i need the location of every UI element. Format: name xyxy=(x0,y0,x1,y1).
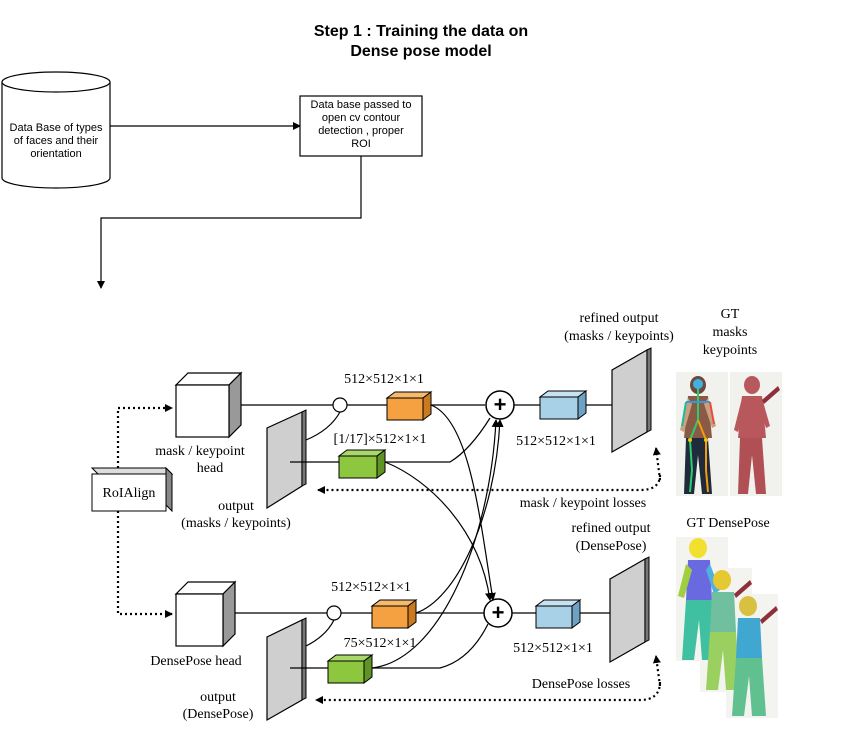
gt-masks-label-1: GT xyxy=(721,307,740,322)
densepose-head-label: DensePose head xyxy=(150,654,241,669)
gt-densepose-label: GT DensePose xyxy=(686,516,769,531)
densepose-loss-label: DensePose losses xyxy=(532,677,630,692)
gt-densepose-image xyxy=(676,537,778,718)
top-orange-cube xyxy=(385,391,433,421)
roialign-to-mask-head-arrow xyxy=(116,404,173,468)
output-masks-panel xyxy=(266,409,307,510)
top-green-cube xyxy=(337,449,387,479)
process-box-line-4: ROI xyxy=(351,138,371,150)
refined-masks-label-2: (masks / keypoints) xyxy=(564,329,674,344)
output-masks-label-2: (masks / keypoints) xyxy=(181,516,291,531)
output-densepose-panel xyxy=(266,617,307,722)
roialign-to-densepose-head-arrow xyxy=(116,511,173,618)
top-green-dim: [1/17]×512×1×1 xyxy=(334,432,427,447)
bottom-plus-icon: + xyxy=(492,600,505,625)
gt-keypoints-image xyxy=(676,372,728,496)
bottom-green-cube xyxy=(326,654,374,684)
mask-keypoint-head-cube xyxy=(174,371,243,439)
top-branch-node xyxy=(332,397,348,413)
output-densepose-label-2: (DensePose) xyxy=(183,707,254,722)
refined-densepose-label-1: refined output xyxy=(572,521,651,536)
refined-masks-label-1: refined output xyxy=(580,311,659,326)
gt-masks-label-3: keypoints xyxy=(703,343,757,358)
mask-loss-label: mask / keypoint losses xyxy=(520,496,646,511)
output-densepose-label-1: output xyxy=(200,690,236,705)
mask-head-label-2: head xyxy=(197,461,223,476)
process-box-line-3: detection , proper xyxy=(318,125,404,137)
bottom-green-dim: 75×512×1×1 xyxy=(344,636,417,651)
roialign-label: RoIAlign xyxy=(103,486,156,501)
bottom-blue-cube xyxy=(534,599,582,629)
bottom-green-to-top-plus-curve xyxy=(371,419,500,669)
title-line-1: Step 1 : Training the data on xyxy=(314,23,528,40)
refined-densepose-label-2: (DensePose) xyxy=(576,539,647,554)
title-line-2: Dense pose model xyxy=(350,43,491,60)
mask-loss-to-refined-arrow xyxy=(652,447,662,481)
bottom-blue-dim: 512×512×1×1 xyxy=(513,641,593,656)
bottom-node-to-panel-line xyxy=(305,619,335,647)
bottom-orange-cube xyxy=(370,599,418,629)
roialign-box xyxy=(90,466,174,513)
refined-masks-panel xyxy=(611,347,652,454)
top-orange-to-bottom-plus-curve xyxy=(430,404,496,601)
bottom-green-to-plus-curve xyxy=(372,623,489,669)
top-blue-cube xyxy=(538,390,588,420)
top-blue-dim: 512×512×1×1 xyxy=(516,434,596,449)
top-node-to-panel-line xyxy=(305,411,341,441)
output-masks-label-1: output xyxy=(218,499,254,514)
bottom-branch-node xyxy=(326,605,342,621)
top-green-to-plus-curve xyxy=(385,417,491,463)
database-label-2: of faces and their xyxy=(14,135,99,147)
gt-mask-image xyxy=(730,372,782,496)
database-label-3: orientation xyxy=(30,148,81,160)
mask-head-label-1: mask / keypoint xyxy=(155,444,245,459)
densepose-loss-arrow xyxy=(315,681,662,704)
process-box-line-2: open cv contour xyxy=(322,112,401,124)
database-cylinder xyxy=(1,71,111,189)
densepose-loss-to-refined-arrow xyxy=(652,655,662,687)
top-plus-icon: + xyxy=(494,392,507,417)
top-orange-dim: 512×512×1×1 xyxy=(344,372,424,387)
bottom-orange-to-top-plus-curve xyxy=(415,419,504,614)
top-green-to-bottom-plus-curve xyxy=(384,461,493,601)
refined-densepose-panel xyxy=(609,556,650,664)
process-box-line-1: Data base passed to xyxy=(311,99,412,111)
bottom-orange-dim: 512×512×1×1 xyxy=(331,580,411,595)
gt-masks-label-2: masks xyxy=(713,325,748,340)
process-box xyxy=(299,95,423,157)
database-label-1: Data Base of types xyxy=(10,122,103,134)
process-to-network-connector xyxy=(97,156,362,289)
densepose-head-cube xyxy=(174,580,237,648)
